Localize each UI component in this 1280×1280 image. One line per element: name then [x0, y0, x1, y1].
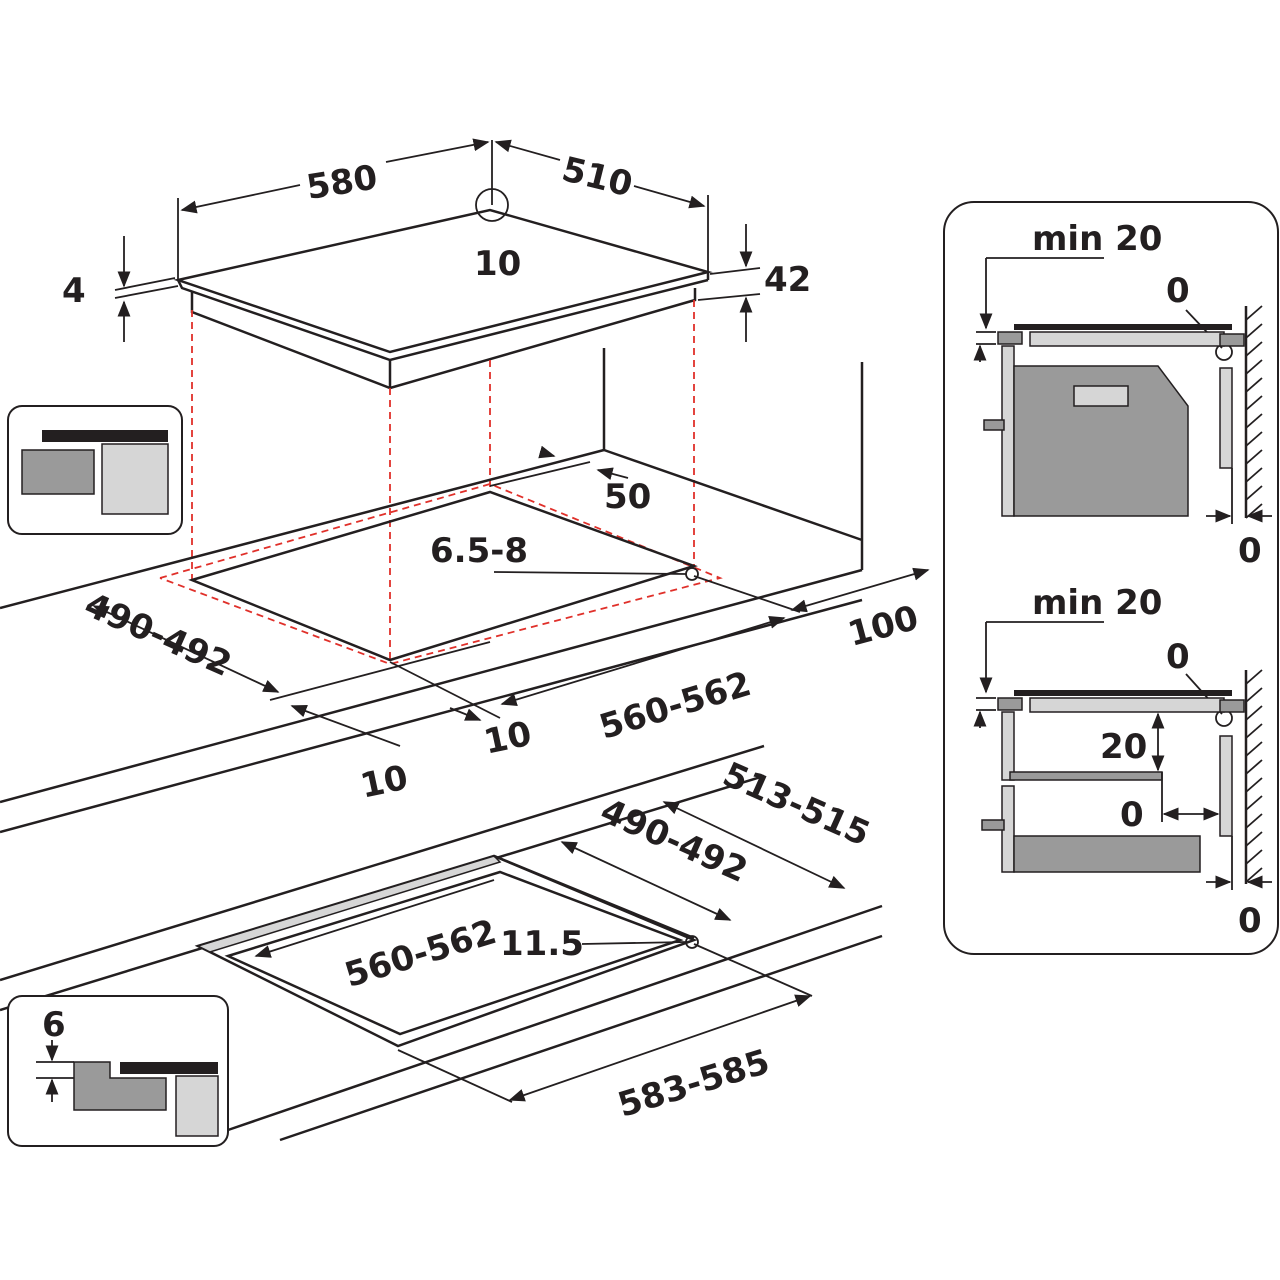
edge-radius-label: 10 — [474, 244, 521, 284]
side-panel: min 20 0 — [943, 201, 1279, 955]
bottom-zero-a-label: 0 — [1166, 637, 1190, 677]
flush-radius-label: 11.5 — [500, 924, 584, 964]
bottom-gap-label: 20 — [1100, 727, 1147, 767]
bottom-zero-c-label: 0 — [1238, 901, 1262, 941]
oven-below-scenario: min 20 0 — [973, 219, 1272, 571]
flush-outer-width-label: 583-585 — [613, 1042, 774, 1126]
depth-label: 510 — [558, 149, 637, 205]
hob-glass-top — [173, 208, 713, 354]
glass-thickness-label: 4 — [62, 271, 86, 311]
hob — [173, 188, 713, 390]
drawer-below-scenario: min 20 0 20 0 — [973, 583, 1272, 941]
top-min-label: min 20 — [1032, 219, 1162, 259]
bottom-min-label: min 20 — [1032, 583, 1162, 623]
wall-clearance-label: 100 — [844, 598, 923, 655]
rear-distance-label: 50 — [604, 477, 651, 517]
cutout-depth-label: 490-492 — [79, 585, 238, 685]
flush-inner-width-label: 560-562 — [340, 912, 501, 996]
top-zero-a-label: 0 — [1166, 271, 1190, 311]
inset-flush-mount: 6 — [7, 995, 229, 1147]
cutout-top — [188, 490, 698, 662]
total-height-label: 42 — [764, 260, 811, 300]
screw-range-label: 6.5-8 — [430, 531, 528, 571]
countertop-top — [0, 348, 864, 834]
wall-hatch-top — [1245, 305, 1263, 519]
cutout-inner — [224, 870, 684, 1036]
gap-left-label: 10 — [357, 758, 412, 807]
gap-right-label: 10 — [480, 714, 535, 763]
top-zero-b-label: 0 — [1238, 531, 1262, 571]
bottom-zero-b-label: 0 — [1120, 795, 1144, 835]
cutout-width-label: 560-562 — [595, 664, 756, 748]
wall-hatch-bottom — [1245, 669, 1263, 883]
flush-step-label: 6 — [42, 1005, 66, 1045]
inset-top-mount — [7, 405, 183, 535]
width-label: 580 — [304, 157, 380, 208]
cutout-rebate — [195, 855, 502, 953]
